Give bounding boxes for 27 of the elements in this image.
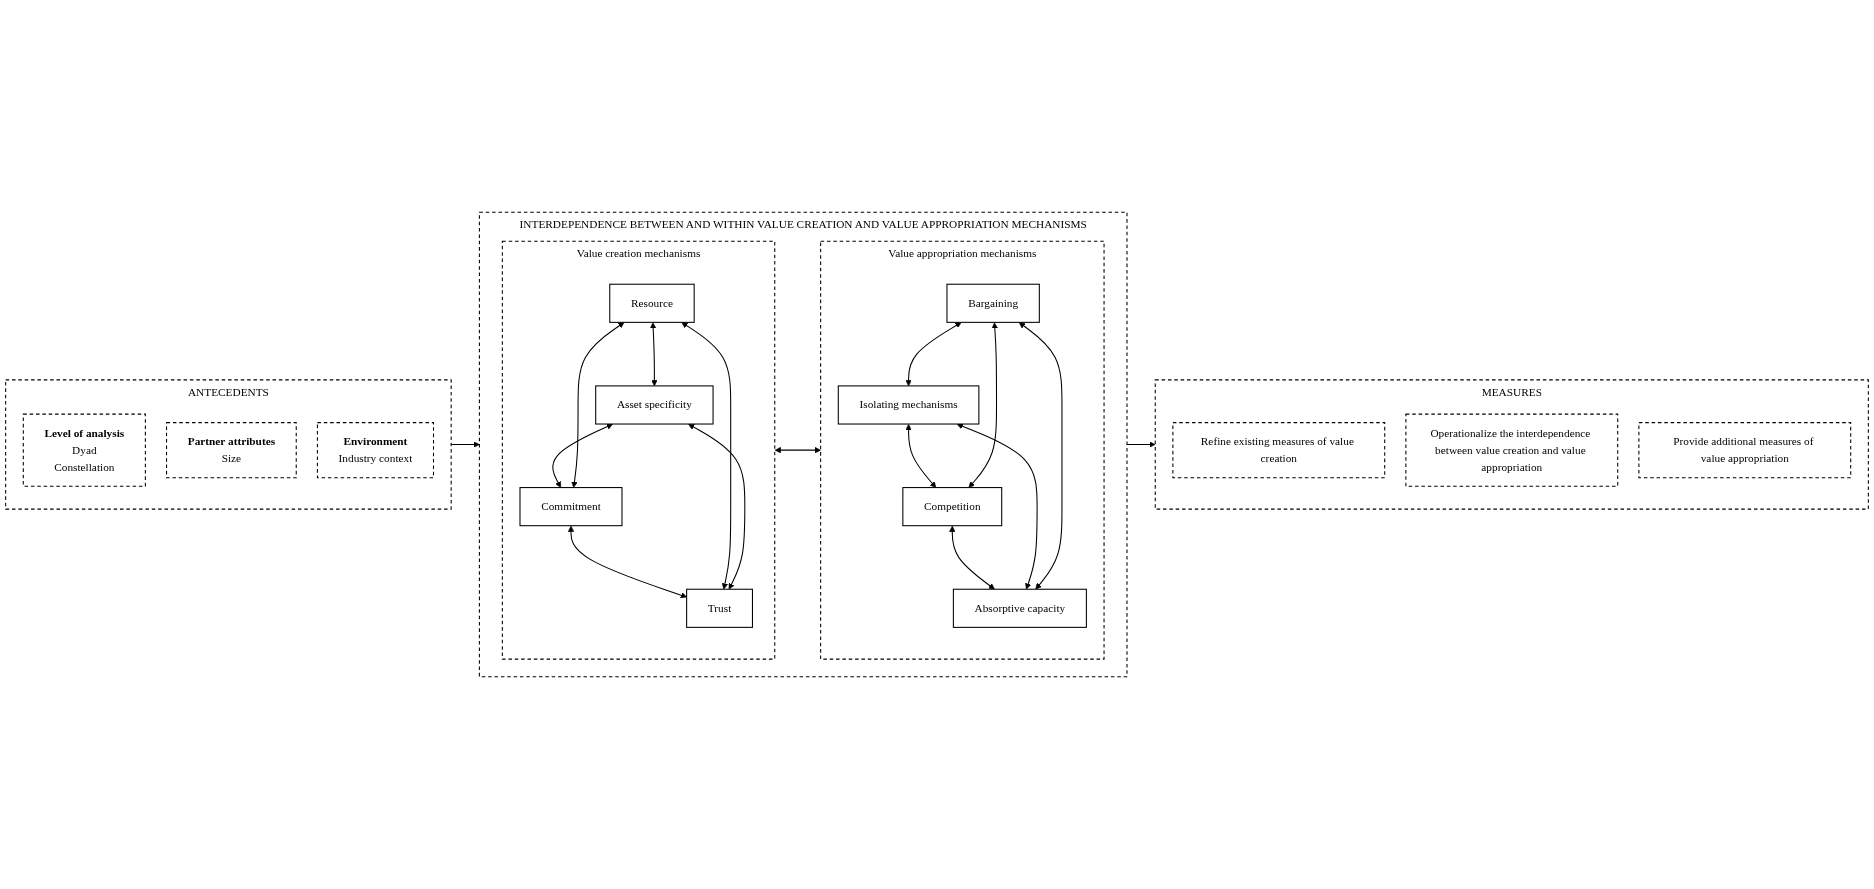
arrow <box>968 322 998 488</box>
node-box: Trust <box>686 588 753 628</box>
arrow <box>688 423 746 590</box>
node-box: Bargaining <box>946 283 1040 323</box>
arrow <box>956 423 1038 590</box>
node-box: Level of analysis Dyad Constellation <box>22 413 146 487</box>
node-box: Environment Industry context <box>316 422 435 479</box>
node-box: Refine existing measures of value creation <box>1172 422 1386 479</box>
arrow <box>567 525 687 599</box>
node-box: Partner attributes Size <box>166 422 297 479</box>
node-box: Operationalize the interdependence between value creation and value appropriation <box>1405 413 1619 487</box>
node-box: Commitment <box>519 487 623 527</box>
node-box: Provide additional measures of value appropriation <box>1638 422 1852 479</box>
arrow <box>905 322 962 387</box>
node-box: Isolating mechanisms <box>837 385 980 425</box>
arrow <box>571 322 625 488</box>
node-box: Asset specificity <box>595 385 714 425</box>
arrow <box>949 525 995 590</box>
node-box: Competition <box>902 487 1003 527</box>
arrow <box>552 423 613 488</box>
node-box: Absorptive capacity <box>952 588 1087 628</box>
node-box: Resource <box>609 283 695 323</box>
arrow <box>650 322 658 387</box>
arrow <box>681 322 732 590</box>
arrow <box>774 447 821 454</box>
arrow <box>905 424 937 488</box>
arrow <box>1018 322 1063 590</box>
